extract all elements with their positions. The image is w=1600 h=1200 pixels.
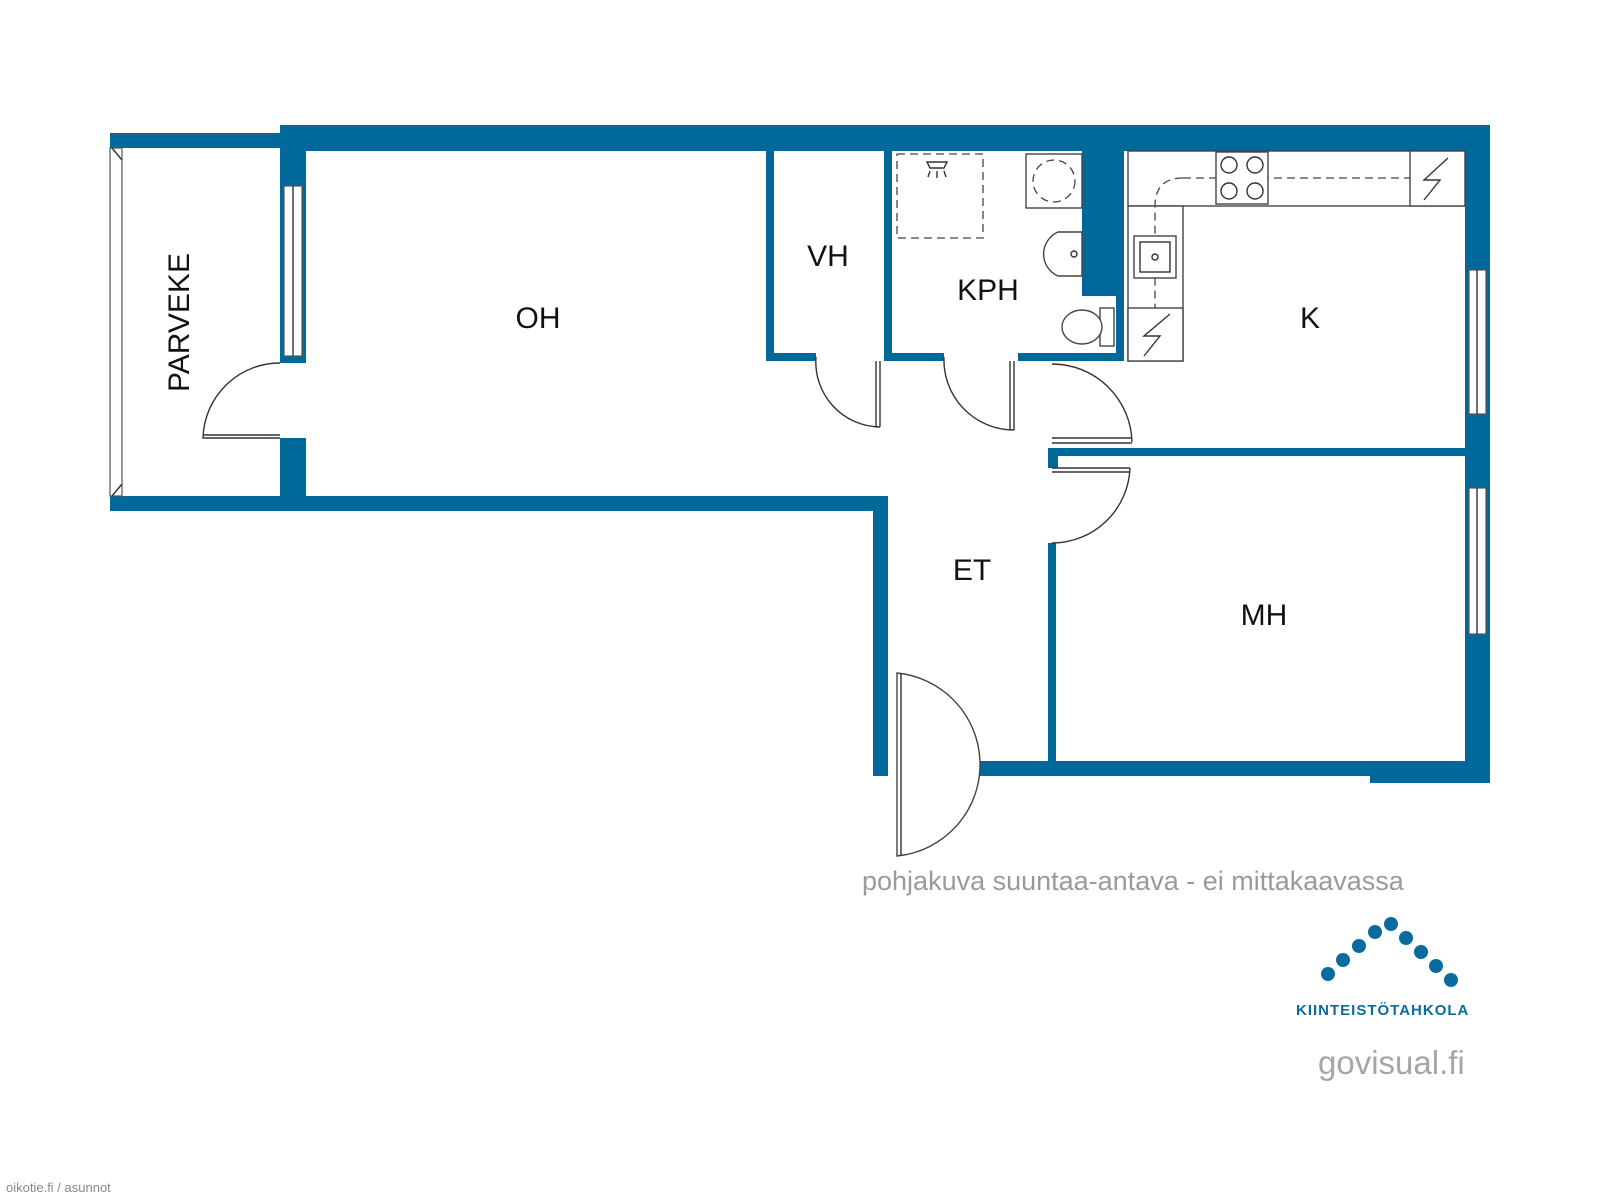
- kitchen-sink-icon: [1133, 235, 1177, 279]
- room-label-vh: VH: [807, 240, 849, 273]
- room-label-mh: MH: [1241, 599, 1288, 632]
- logo-mark: [1321, 917, 1458, 987]
- interior-walls: [766, 151, 1465, 761]
- exterior-walls: [280, 125, 1490, 783]
- fridge-icon: [1409, 150, 1466, 207]
- logo-name: KIINTEISTÖTAHKOLA: [1296, 1002, 1470, 1019]
- room-label-kph: KPH: [957, 274, 1019, 307]
- room-label-k: K: [1300, 302, 1320, 335]
- windows: [283, 185, 1487, 635]
- room-label-parveke: PARVEKE: [163, 253, 196, 392]
- sink-icon: [1042, 231, 1083, 277]
- stove-icon: [1215, 151, 1269, 205]
- shower-area: [896, 153, 984, 239]
- room-label-oh: OH: [516, 302, 561, 335]
- credit-text: govisual.fi: [1318, 1044, 1465, 1081]
- disclaimer-text: pohjakuva suuntaa-antava - ei mittakaava…: [862, 866, 1404, 896]
- toilet-icon: [1061, 307, 1115, 347]
- watermark-text: oikotie.fi / asunnot: [6, 1180, 111, 1195]
- doors: [202, 356, 1133, 857]
- room-label-et: ET: [953, 554, 991, 587]
- washing-machine-icon: [1025, 153, 1083, 209]
- freezer-icon: [1127, 307, 1184, 362]
- balcony-walls: [109, 133, 282, 511]
